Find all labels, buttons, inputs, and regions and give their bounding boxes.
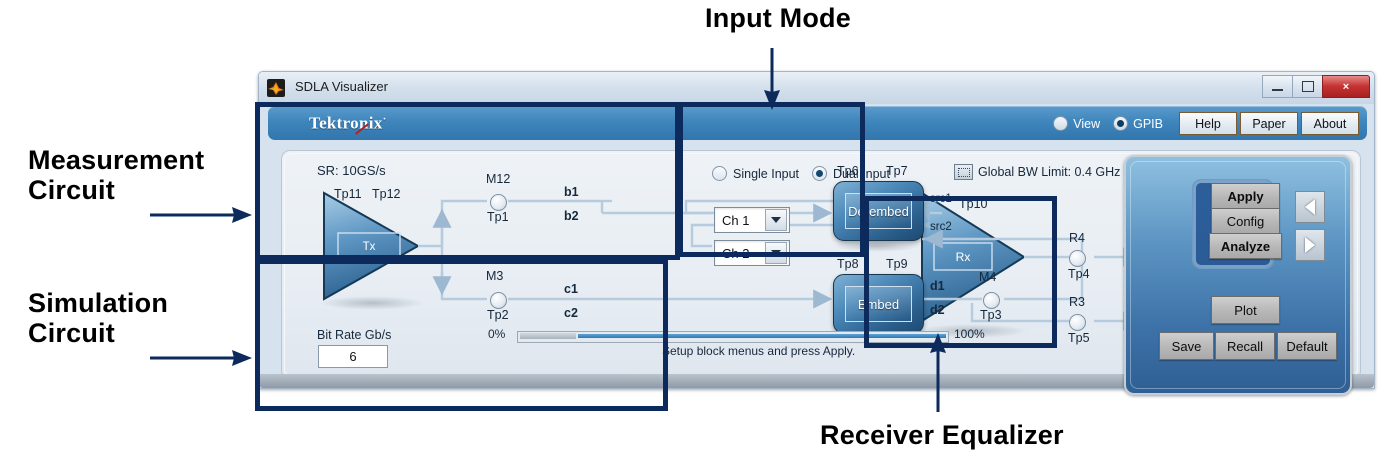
label-tp5: Tp5: [1068, 331, 1090, 345]
matlab-icon: [267, 79, 285, 97]
annotation-measurement-circuit: Measurement Circuit: [28, 145, 204, 205]
bit-rate-input[interactable]: 6: [318, 345, 388, 368]
label-b1: b1: [564, 185, 579, 199]
testpoint-tp2-marker[interactable]: [490, 292, 507, 309]
label-tp6: Tp6: [837, 164, 859, 178]
radio-view-indicator[interactable]: [1053, 116, 1069, 131]
highlight-measurement-circuit: [255, 102, 680, 260]
radio-view-label: View: [1073, 116, 1101, 131]
help-button[interactable]: Help: [1179, 112, 1237, 135]
label-tp4: Tp4: [1068, 267, 1090, 281]
label-tp11: Tp11: [334, 187, 362, 201]
annotation-measurement-line2: Circuit: [28, 175, 115, 206]
radio-single-input[interactable]: Single Input: [712, 166, 799, 181]
label-tp12: Tp12: [372, 187, 401, 201]
radio-single-input-indicator[interactable]: [712, 166, 727, 181]
chevron-down-icon[interactable]: [765, 209, 787, 231]
close-button[interactable]: ×: [1322, 75, 1370, 98]
recall-button[interactable]: Recall: [1215, 332, 1275, 360]
global-bw-limit[interactable]: Global BW Limit: 0.4 GHz: [954, 164, 1120, 180]
progress-bar-knob[interactable]: [520, 333, 576, 339]
apply-button[interactable]: Apply: [1211, 183, 1280, 209]
channel-1-dropdown[interactable]: Ch 1: [714, 207, 790, 233]
label-tp1: Tp1: [487, 210, 509, 224]
testpoint-tp4-marker[interactable]: [1069, 250, 1086, 267]
label-c1: c1: [564, 282, 578, 296]
label-m4: M4: [979, 270, 997, 284]
annotation-measurement-line1: Measurement: [28, 145, 205, 175]
window-controls: ×: [1262, 75, 1370, 98]
label-tp3: Tp3: [980, 308, 1002, 322]
label-tp7: Tp7: [886, 164, 908, 178]
plot-button[interactable]: Plot: [1211, 296, 1280, 324]
radio-single-input-label: Single Input: [733, 166, 800, 181]
radio-gpib[interactable]: GPIB: [1113, 116, 1163, 131]
tektronix-logo: Tektronix·: [309, 113, 387, 135]
minimize-button[interactable]: [1262, 75, 1293, 98]
config-button[interactable]: Config: [1211, 208, 1280, 234]
save-button[interactable]: Save: [1159, 332, 1214, 360]
label-d1: d1: [930, 279, 945, 293]
window-title: SDLA Visualizer: [295, 79, 388, 94]
svg-text:Rx: Rx: [956, 250, 971, 264]
label-b2: b2: [564, 209, 579, 223]
previous-arrow-icon[interactable]: [1295, 191, 1325, 223]
window-footer: [259, 374, 1374, 388]
label-tp9: Tp9: [886, 257, 908, 271]
testpoint-tp3-marker[interactable]: [983, 292, 1000, 309]
label-m12: M12: [486, 172, 511, 186]
highlight-simulation-circuit: [255, 259, 668, 411]
control-panel: Apply Config Analyze Plot Save Recall De…: [1124, 155, 1352, 395]
radio-view[interactable]: View: [1053, 116, 1100, 131]
sample-rate-label: SR: 10GS/s: [317, 163, 386, 178]
highlight-receiver-equalizer: [864, 196, 1057, 348]
annotation-simulation-line2: Circuit: [28, 318, 115, 349]
channel-1-value: Ch 1: [722, 212, 750, 228]
status-message: Setup block menus and press Apply.: [662, 344, 856, 358]
global-bw-limit-label: Global BW Limit: 0.4 GHz: [978, 165, 1121, 179]
analyze-button[interactable]: Analyze: [1209, 233, 1282, 259]
deembed-block[interactable]: De-embed: [833, 181, 924, 241]
paper-button[interactable]: Paper: [1240, 112, 1298, 135]
default-button[interactable]: Default: [1277, 332, 1337, 360]
radio-dual-input-indicator[interactable]: [812, 166, 827, 181]
testpoint-tp1-marker[interactable]: [490, 194, 507, 211]
annotation-input-mode: Input Mode: [705, 3, 851, 33]
label-r4: R4: [1069, 231, 1085, 245]
progress-bar[interactable]: [517, 331, 949, 343]
tektronix-logo-dot: ·: [382, 113, 387, 125]
circuit-diagram: Tx Rx: [320, 191, 1143, 345]
bit-rate-label: Bit Rate Gb/s: [317, 328, 392, 342]
label-tp8: Tp8: [837, 257, 859, 271]
label-m3: M3: [486, 269, 504, 283]
radio-gpib-indicator[interactable]: [1113, 116, 1129, 131]
label-src2: src2: [930, 221, 952, 233]
testpoint-tp5-marker[interactable]: [1069, 314, 1086, 331]
tektronix-header-bar: Tektronix· View GPIB Help Paper About: [268, 106, 1367, 140]
maximize-button[interactable]: [1292, 75, 1323, 98]
about-button[interactable]: About: [1301, 112, 1359, 135]
label-c2: c2: [564, 306, 578, 320]
annotation-simulation-line1: Simulation: [28, 288, 169, 318]
progress-min-label: 0%: [488, 327, 506, 341]
label-tp2: Tp2: [487, 308, 509, 322]
annotation-receiver-equalizer: Receiver Equalizer: [820, 420, 1064, 450]
annotation-simulation-circuit: Simulation Circuit: [28, 288, 168, 348]
svg-text:Tx: Tx: [363, 241, 376, 253]
label-r3: R3: [1069, 295, 1085, 309]
header-controls: View GPIB Help Paper About: [1053, 112, 1359, 135]
progress-bar-fill: [578, 334, 946, 338]
next-arrow-icon[interactable]: [1295, 229, 1325, 261]
highlight-input-mode: [678, 102, 865, 257]
radio-gpib-label: GPIB: [1133, 116, 1163, 131]
window-titlebar[interactable]: SDLA Visualizer ×: [259, 72, 1374, 104]
progress-max-label: 100%: [954, 327, 985, 341]
label-d2: d2: [930, 303, 945, 317]
bw-limit-icon[interactable]: [954, 164, 973, 180]
